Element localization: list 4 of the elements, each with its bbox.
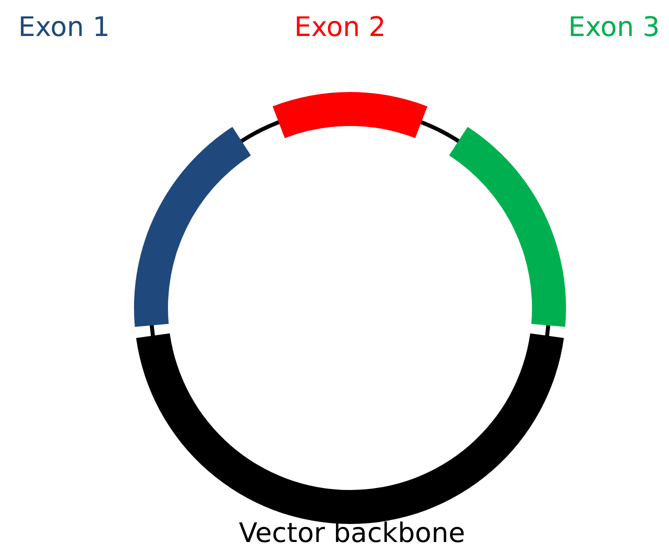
exon-label: Exon 3 [568,14,660,41]
backbone-label: Vector backbone [238,520,466,547]
exon-label: Exon 1 [18,14,110,41]
exon-label: Exon 2 [294,14,386,41]
